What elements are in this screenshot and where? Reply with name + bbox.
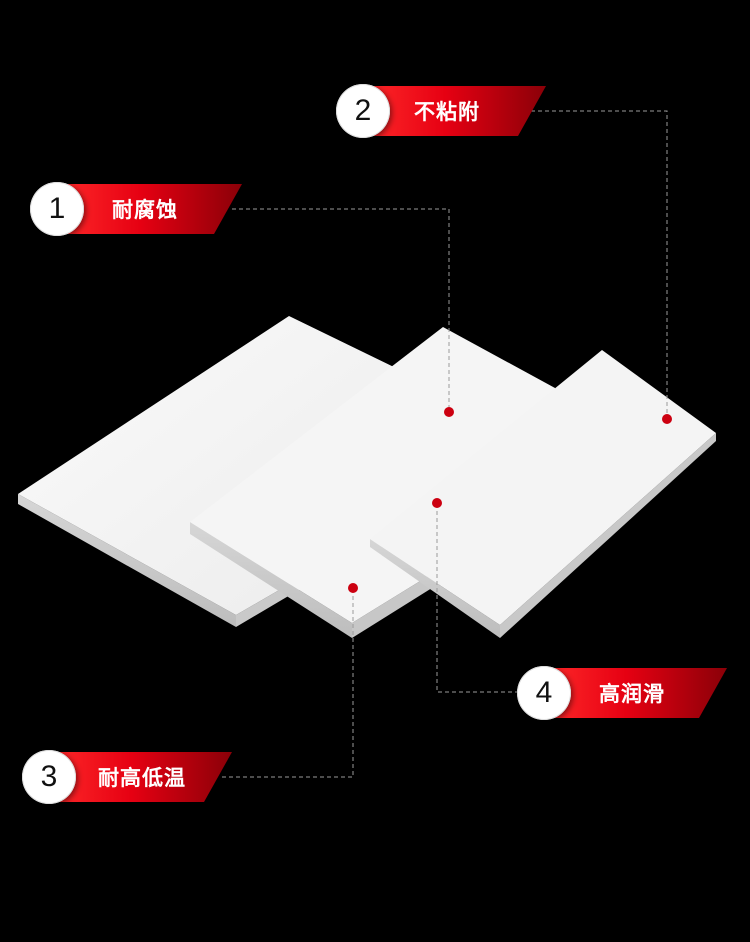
badge-bar	[363, 86, 546, 136]
badge-circle: 1	[30, 182, 84, 236]
marker-dots	[348, 407, 672, 593]
badge-number: 2	[354, 94, 372, 127]
leader-line-2	[531, 110, 668, 419]
badge-label: 高润滑	[599, 682, 665, 706]
badge-label: 耐高低温	[98, 766, 186, 790]
badge-circle: 2	[336, 84, 390, 138]
badge-circle: 3	[22, 750, 76, 804]
badge-label: 不粘附	[414, 100, 480, 124]
badge-number: 4	[535, 676, 553, 709]
marker-dot-3	[348, 583, 358, 593]
feature-badge-2: 2 不粘附	[336, 84, 546, 138]
feature-badge-3: 3 耐高低温	[22, 750, 232, 804]
badge-bar	[57, 184, 242, 234]
feature-badge-1: 1 耐腐蚀	[30, 182, 242, 236]
badge-bar	[49, 752, 232, 802]
badge-circle: 4	[517, 666, 571, 720]
badge-bar	[544, 668, 727, 718]
marker-dot-1	[444, 407, 454, 417]
badge-label: 耐腐蚀	[112, 198, 178, 222]
plate-right	[370, 350, 716, 638]
badge-number: 3	[40, 760, 58, 793]
marker-dot-4	[432, 498, 442, 508]
leader-line-3	[222, 588, 354, 778]
leader-line-1	[232, 208, 450, 412]
leader-lines	[222, 110, 668, 778]
marker-dot-2	[662, 414, 672, 424]
feature-badge-4: 4 高润滑	[517, 666, 727, 720]
badge-number: 1	[48, 192, 66, 225]
